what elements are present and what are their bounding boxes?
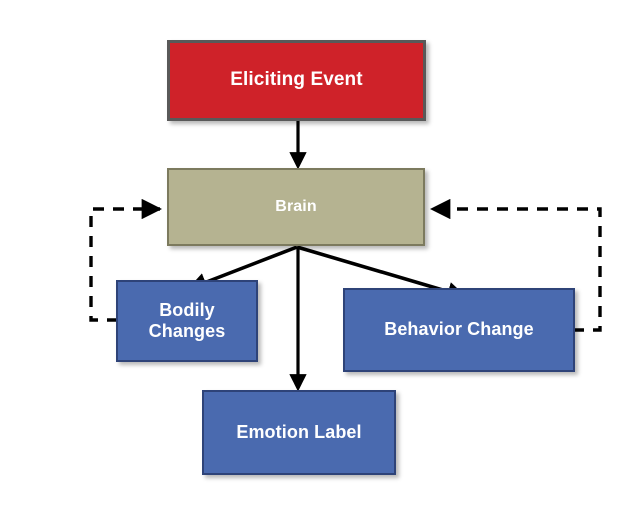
- node-eliciting-event[interactable]: Eliciting Event: [167, 40, 426, 121]
- node-behavior-change[interactable]: Behavior Change: [343, 288, 575, 372]
- node-brain[interactable]: Brain: [167, 168, 425, 246]
- edge-brain-to-behavior-change: [296, 245, 467, 301]
- edge-bodily-changes-to-brain-feedback: [89, 198, 163, 322]
- node-behavior-change-label: Behavior Change: [384, 319, 534, 340]
- node-eliciting-event-label: Eliciting Event: [230, 69, 363, 91]
- node-brain-label: Brain: [275, 197, 317, 215]
- node-emotion-label-label: Emotion Label: [236, 421, 362, 442]
- node-bodily-changes-label: Bodily Changes: [148, 299, 226, 341]
- node-bodily-changes[interactable]: Bodily Changes: [116, 280, 258, 362]
- node-emotion-label[interactable]: Emotion Label: [202, 390, 396, 475]
- edge-behavior-change-to-brain-feedback: [429, 198, 602, 332]
